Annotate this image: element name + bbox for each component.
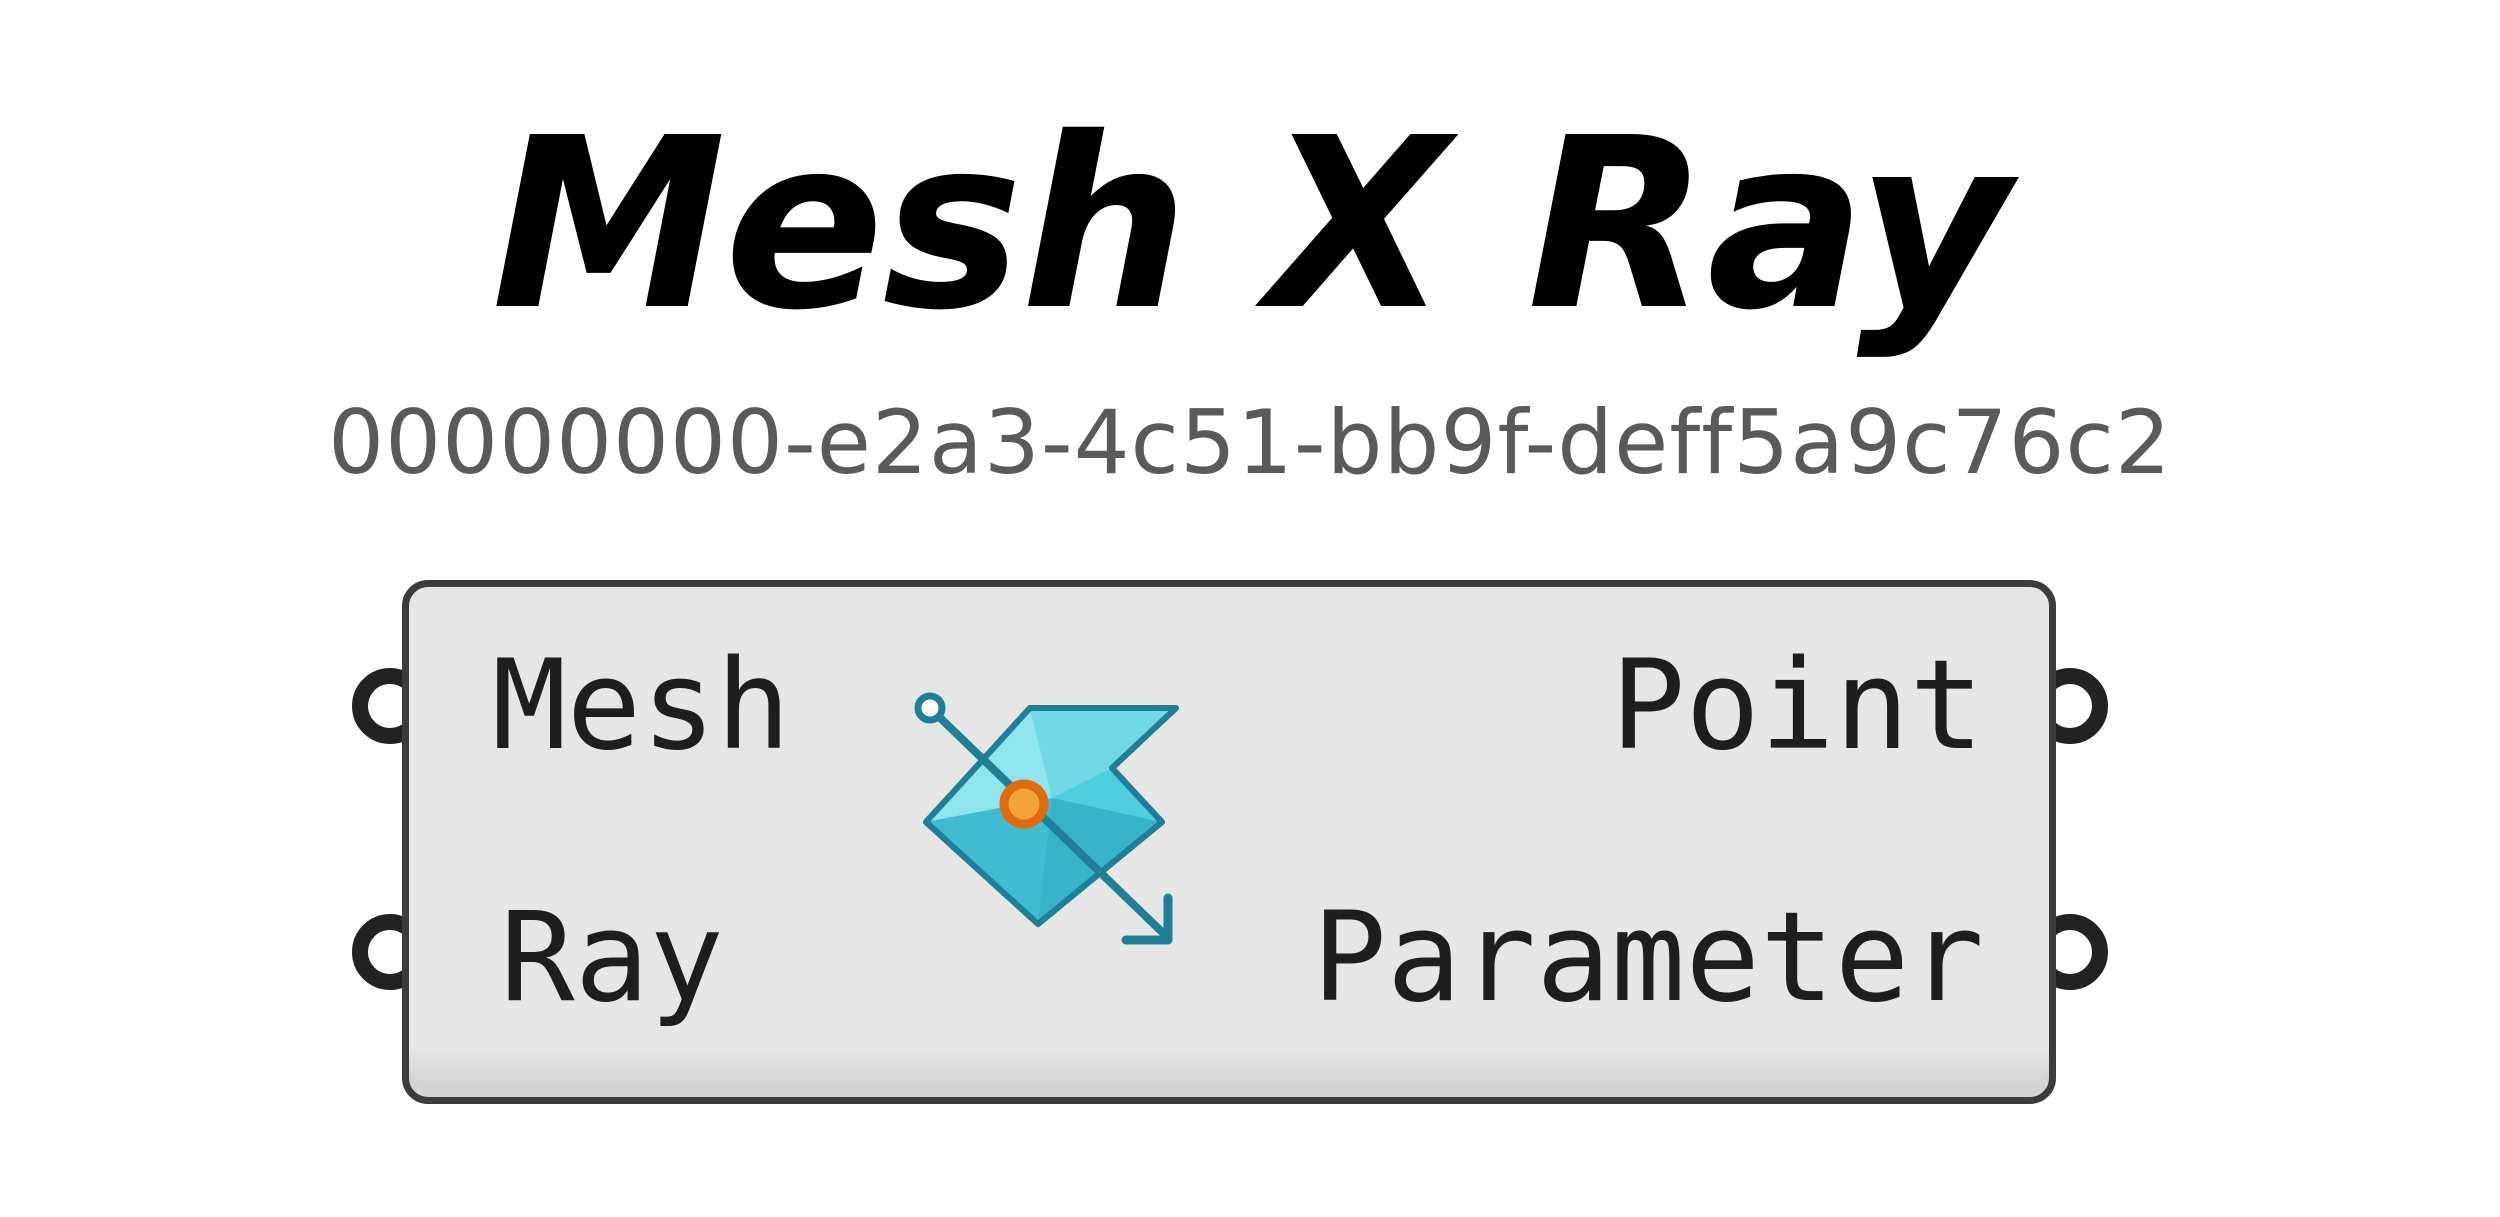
component-title: Mesh X Ray	[491, 87, 2010, 362]
input-label-mesh: Mesh	[492, 634, 791, 778]
input-label-ray: Ray	[500, 886, 724, 1030]
component-body[interactable]	[402, 580, 2056, 1104]
output-label-point: Point	[1610, 634, 1984, 778]
component-guid: 00000000-e2a3-4c51-bb9f-deff5a9c76c2	[328, 391, 2172, 494]
mesh-ray-intersection-icon	[914, 692, 1179, 945]
output-label-parameter: Parameter	[1312, 886, 1984, 1030]
